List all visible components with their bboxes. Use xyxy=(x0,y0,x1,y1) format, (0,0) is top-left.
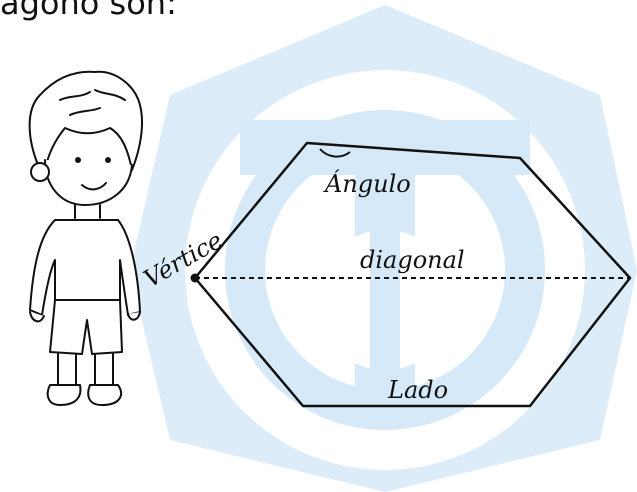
diagonal-label: diagonal xyxy=(360,246,465,274)
boy-illustration xyxy=(28,70,143,406)
watermark-logo xyxy=(130,5,637,492)
heading-text-fragment: ágono son: xyxy=(0,0,177,22)
angle-label: Ángulo xyxy=(323,169,411,198)
side-label: Lado xyxy=(387,376,448,404)
vertex-dot xyxy=(190,273,200,283)
angle-arc xyxy=(319,148,351,158)
hexagon-shape xyxy=(190,141,632,408)
